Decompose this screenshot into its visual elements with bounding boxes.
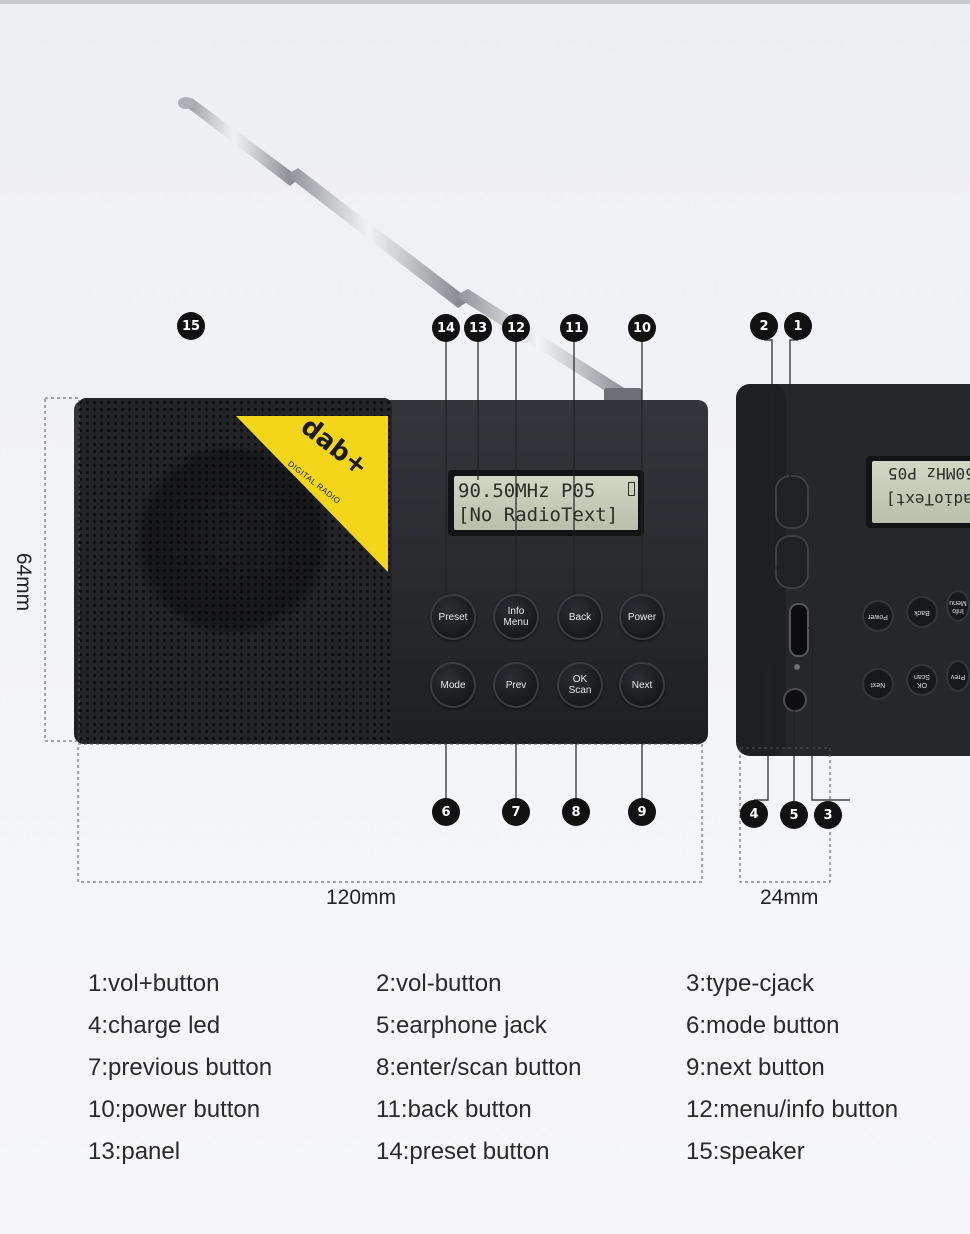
callout-10: 10	[628, 314, 656, 342]
lcd-line-1: 90.50MHz P05	[458, 480, 596, 502]
legend-item: 4:charge led	[88, 1012, 221, 1039]
type-c-port	[789, 603, 809, 657]
earphone-jack	[783, 688, 807, 712]
callout-11: 11	[560, 314, 588, 342]
callout-7: 7	[502, 798, 530, 826]
leader-lines	[445, 339, 850, 802]
callout-4: 4	[740, 800, 768, 828]
side-prev-button[interactable]: Prev	[946, 660, 970, 692]
legend-item: 15:speaker	[686, 1138, 805, 1165]
dab-logo-panel	[236, 416, 388, 572]
vol-minus-side	[775, 535, 809, 589]
side-next-button[interactable]: Next	[862, 668, 894, 700]
lcd-line-2: [No RadioText]	[458, 504, 619, 526]
legend-item: 8:enter/scan button	[376, 1054, 582, 1081]
legend-item: 1:vol+button	[88, 970, 220, 997]
legend-item: 14:preset button	[376, 1138, 550, 1165]
radio-illustration	[0, 0, 970, 883]
mode-button[interactable]: Mode	[430, 662, 476, 708]
side-info-menu-button[interactable]: Info Menu	[946, 590, 970, 622]
back-button[interactable]: Back	[557, 594, 603, 640]
preset-button[interactable]: Preset	[430, 594, 476, 640]
lcd-panel	[454, 476, 638, 530]
speaker-cone	[132, 440, 332, 640]
legend-item: 5:earphone jack	[376, 1012, 547, 1039]
legend-item: 12:menu/info button	[686, 1096, 899, 1123]
ok-scan-button[interactable]: OK Scan	[557, 662, 603, 708]
antenna	[178, 97, 642, 404]
dimension-depth: 24mm	[760, 886, 819, 909]
parts-legend: 1:vol+button 2:vol-button 3:type-cjack 4…	[0, 962, 970, 1192]
callout-13: 13	[464, 314, 492, 342]
charge-led	[794, 664, 800, 670]
legend-item: 2:vol-button	[376, 970, 502, 997]
callout-12: 12	[502, 314, 530, 342]
side-back-button[interactable]: Back	[906, 596, 938, 628]
side-lcd-line-1: 50MHz P05	[888, 464, 970, 483]
prev-button[interactable]: Prev	[493, 662, 539, 708]
callout-3: 3	[814, 801, 842, 829]
side-power-button[interactable]: Power	[862, 600, 894, 632]
legend-item: 11:back button	[376, 1096, 532, 1123]
callout-6: 6	[432, 798, 460, 826]
legend-item: 6:mode button	[686, 1012, 840, 1039]
legend-item: 3:type-cjack	[686, 970, 815, 997]
legend-item: 10:power button	[88, 1096, 261, 1123]
vol-plus-side	[775, 475, 809, 529]
callout-9: 9	[628, 798, 656, 826]
side-ok-scan-button[interactable]: OK Scan	[906, 664, 938, 696]
callout-2: 2	[750, 312, 778, 340]
product-photo: dab+ DIGITAL RADIO 90.50MHz P05 [No Radi…	[0, 0, 970, 909]
legend-item: 7:previous button	[88, 1054, 273, 1081]
side-lcd-line-2: [RadioText]	[886, 490, 970, 509]
legend-item: 13:panel	[88, 1138, 181, 1165]
legend-item: 9:next button	[686, 1054, 825, 1081]
callout-14: 14	[432, 314, 460, 342]
battery-icon	[628, 482, 635, 496]
callout-8: 8	[562, 798, 590, 826]
next-button[interactable]: Next	[619, 662, 665, 708]
dimension-height: 64mm	[12, 552, 36, 612]
top-edge	[0, 0, 970, 4]
power-button[interactable]: Power	[619, 594, 665, 640]
callout-1: 1	[784, 312, 812, 340]
info-menu-button[interactable]: Info Menu	[493, 594, 539, 640]
callout-5: 5	[780, 801, 808, 829]
callout-15: 15	[177, 312, 205, 340]
dimension-width: 120mm	[326, 886, 397, 909]
